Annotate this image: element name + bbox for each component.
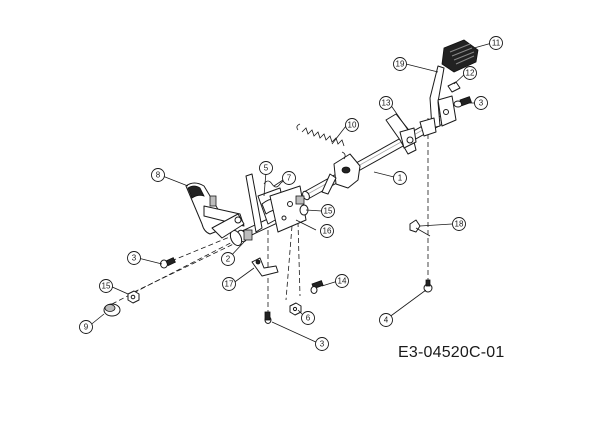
callout-13: 13	[379, 96, 393, 110]
svg-text:19: 19	[396, 60, 405, 69]
svg-text:14: 14	[338, 277, 347, 286]
callout-7: 7	[282, 171, 296, 185]
callout-10: 10	[345, 118, 359, 132]
svg-text:5: 5	[264, 164, 269, 173]
svg-text:3: 3	[479, 99, 484, 108]
callout-3-left: 3	[127, 251, 141, 265]
svg-text:6: 6	[306, 314, 311, 323]
callout-3-right: 3	[474, 96, 488, 110]
callout-15-right: 15	[321, 204, 335, 218]
pedal-arm-part-19	[419, 65, 457, 137]
svg-text:15: 15	[324, 207, 333, 216]
bolt-part-3-left	[160, 257, 176, 269]
brake-pedal-part-8	[185, 182, 245, 239]
svg-text:17: 17	[225, 280, 234, 289]
svg-text:3: 3	[320, 340, 325, 349]
clip-part-18	[409, 219, 431, 237]
callout-12: 12	[463, 66, 477, 80]
bolt-part-3-bottom	[264, 311, 272, 324]
callout-1: 1	[393, 171, 407, 185]
callout-15-left: 15	[99, 279, 113, 293]
callout-5: 5	[259, 161, 273, 175]
callout-14: 14	[335, 274, 349, 288]
cap-part-9	[103, 303, 121, 317]
callout-6: 6	[301, 311, 315, 325]
svg-text:11: 11	[492, 39, 501, 48]
callout-3-bottom: 3	[315, 337, 329, 351]
callout-9: 9	[79, 320, 93, 334]
callout-8: 8	[151, 168, 165, 182]
svg-text:4: 4	[384, 316, 389, 325]
callout-2: 2	[221, 252, 235, 266]
drawing-code-label: E3-04520C-01	[398, 344, 505, 361]
svg-text:10: 10	[348, 121, 357, 130]
svg-text:3: 3	[132, 254, 137, 263]
nut-part-6	[289, 302, 302, 316]
svg-text:18: 18	[455, 220, 464, 229]
svg-text:13: 13	[382, 99, 391, 108]
callout-11: 11	[489, 36, 503, 50]
svg-text:7: 7	[287, 174, 292, 183]
svg-text:12: 12	[466, 69, 475, 78]
callout-4: 4	[379, 313, 393, 327]
shaft-arm	[321, 153, 361, 195]
bolt-part-14	[310, 280, 324, 294]
pedal-pad-part-11	[441, 39, 479, 73]
callout-18: 18	[452, 217, 466, 231]
svg-text:8: 8	[156, 171, 161, 180]
svg-text:15: 15	[102, 282, 111, 291]
callout-17: 17	[222, 277, 236, 291]
svg-text:1: 1	[398, 174, 403, 183]
svg-text:2: 2	[226, 255, 231, 264]
spring-part-10	[296, 123, 346, 160]
nut-part-15-left	[127, 290, 140, 304]
lever-arm-part-13	[385, 113, 417, 155]
callout-19: 19	[393, 57, 407, 71]
svg-text:16: 16	[323, 227, 332, 236]
bolt-right-part-3	[453, 96, 472, 108]
callout-16: 16	[320, 224, 334, 238]
svg-text:9: 9	[84, 323, 89, 332]
bushing-part-12	[447, 81, 461, 93]
left-shaft-assembly	[229, 173, 307, 277]
